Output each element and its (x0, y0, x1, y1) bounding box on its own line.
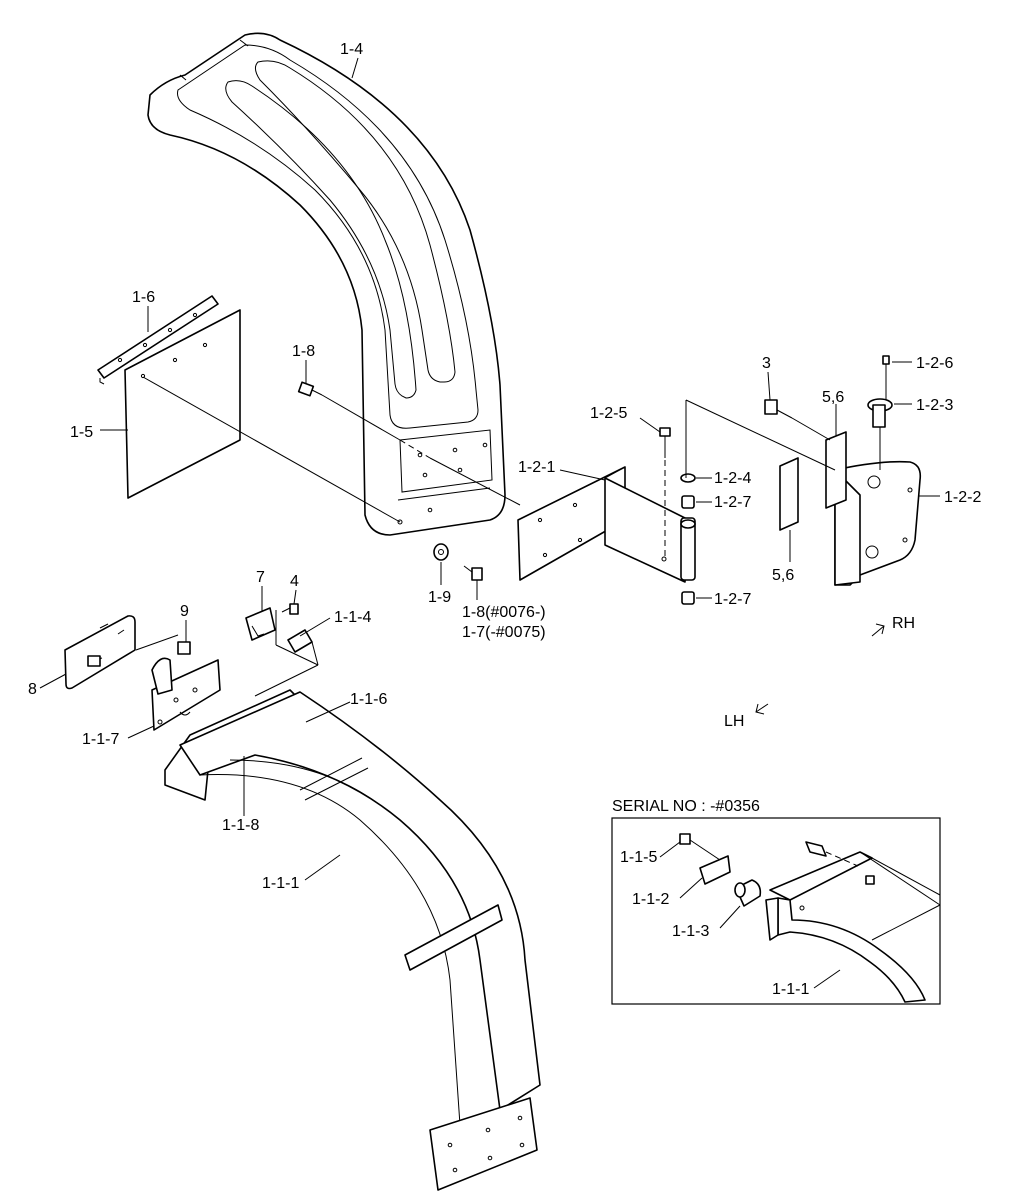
label-pin-bolt: 1-2-5 (590, 405, 627, 422)
label-mud-flap-strip: 1-6 (132, 289, 155, 306)
bolt-icon (463, 565, 483, 581)
clip-part (245, 607, 276, 641)
part-labels: 1-4 1-6 1-5 1-8 1-9 1-8(#0076-) 1-7(-#00… (28, 41, 981, 892)
fender-part (147, 32, 506, 536)
label-pin-114: 1-1-4 (334, 609, 371, 626)
arm-part (517, 466, 696, 583)
label-bushing-top: 1-2-7 (714, 494, 751, 511)
label-shim-lower: 5,6 (772, 567, 794, 584)
label-bolt-116: 1-1-6 (350, 691, 387, 708)
bolt-icon (177, 641, 191, 655)
bolt-icon (281, 603, 299, 615)
pin-icon (287, 629, 313, 653)
label-washer-small: 1-2-4 (714, 470, 751, 487)
small-washer-icon (680, 473, 696, 483)
label-screw: 1-2-6 (916, 355, 953, 372)
label-bolt-3: 3 (762, 355, 771, 372)
shim-icon (825, 431, 847, 509)
label-arm: 1-2-1 (518, 459, 555, 476)
inset-label-bracket: 1-1-2 (632, 891, 669, 908)
bushing-icon (681, 495, 695, 509)
washer-icon (433, 543, 449, 561)
latch-part (151, 657, 221, 731)
frame-part (164, 689, 541, 1191)
label-mud-flap: 1-5 (70, 424, 93, 441)
label-bolt-118: 1-1-8 (222, 817, 259, 834)
label-latch: 1-1-7 (82, 731, 119, 748)
label-washer: 1-9 (428, 589, 451, 606)
label-fender: 1-4 (340, 41, 363, 58)
bushing-icon (681, 591, 695, 605)
assembly-lines (135, 374, 887, 697)
plate-part (64, 615, 136, 690)
inset-label-bolt: 1-1-5 (620, 849, 657, 866)
mud-flap-part (97, 295, 241, 499)
pin-icon (867, 398, 893, 428)
rh-arrow-icon (871, 623, 885, 637)
label-bolt-lower-a: 1-8(#0076-) (462, 604, 546, 621)
pin-bolt-icon (659, 427, 671, 458)
screw-icon (882, 355, 890, 374)
label-pin: 1-2-3 (916, 397, 953, 414)
leader-lines (39, 57, 940, 881)
bolt-icon (764, 399, 793, 419)
bolt-icon (297, 381, 323, 397)
label-clip: 7 (256, 569, 265, 586)
inset-label-knob: 1-1-3 (672, 923, 709, 940)
inset-label-frame: 1-1-1 (772, 981, 809, 998)
label-bushing-bottom: 1-2-7 (714, 591, 751, 608)
label-frame: 1-1-1 (262, 875, 299, 892)
label-rh: RH (892, 615, 915, 632)
bracket-part (834, 460, 922, 586)
label-shim-upper: 5,6 (822, 389, 844, 406)
label-bracket: 1-2-2 (944, 489, 981, 506)
shim-icon (779, 457, 799, 531)
label-bolt-top: 1-8 (292, 343, 315, 360)
lh-arrow-icon (755, 703, 769, 715)
serial-inset: SERIAL NO : -#0356 1-1-5 1-1-2 1-1-3 1-1… (611, 798, 941, 1005)
label-lh: LH (724, 713, 744, 730)
label-bolt-4: 4 (290, 573, 299, 590)
inset-title: SERIAL NO : -#0356 (612, 798, 760, 815)
label-bolt-lower-b: 1-7(-#0075) (462, 624, 546, 641)
label-bolt-9: 9 (180, 603, 189, 620)
label-plate-8: 8 (28, 681, 37, 698)
